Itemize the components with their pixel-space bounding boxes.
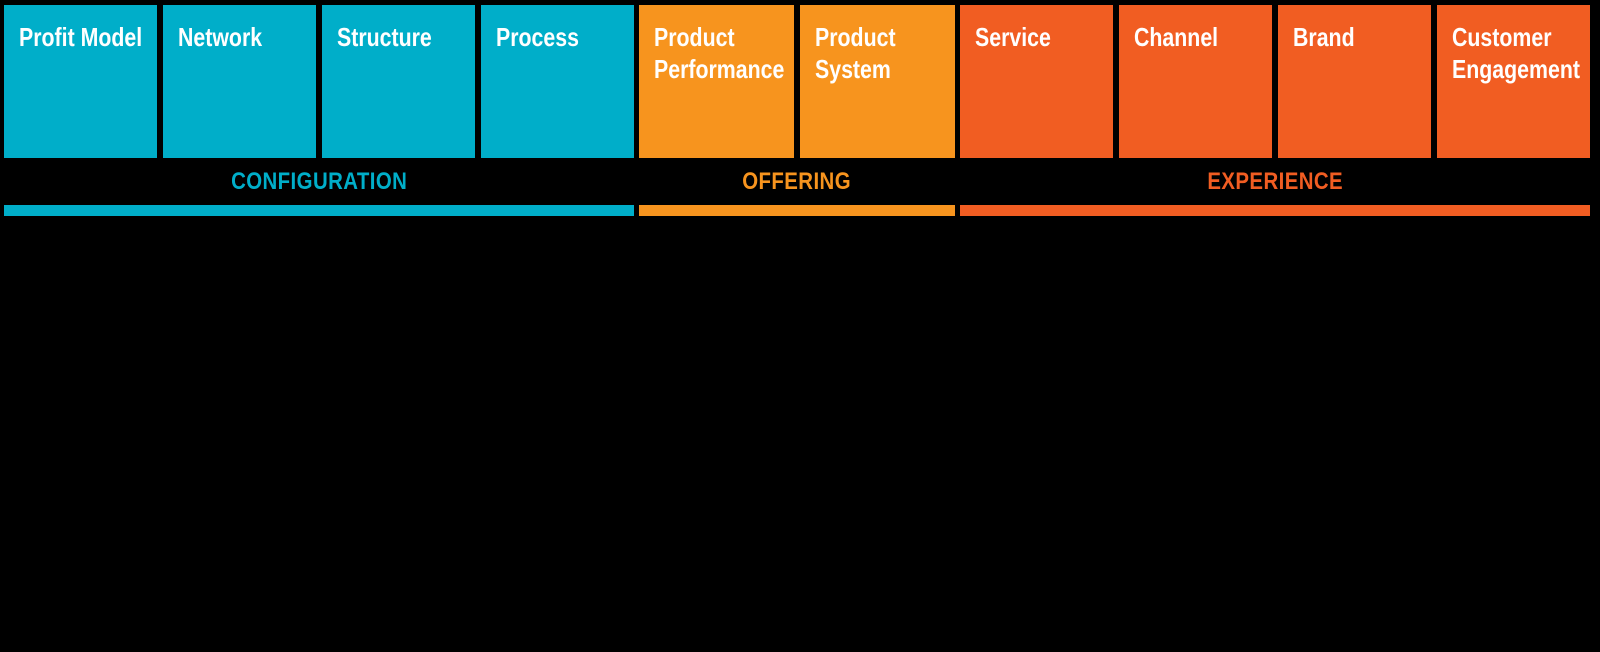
sections-row: Profit Model Network Structure Process C… [0,0,1600,216]
section-boxes: Profit Model Network Structure Process [4,5,635,158]
type-box-label: Customer Engagement [1451,22,1580,84]
section-underline-bar [959,205,1591,216]
type-box-service: Service [959,5,1113,158]
type-box-label: Service [974,22,1051,52]
section-underline-bar [4,205,635,216]
type-box-label: Product System [815,22,896,84]
type-box-product-performance: Product Performance [639,5,795,158]
section-offering: Product Performance Product System OFFER… [639,5,955,216]
type-box-customer-engagement: Customer Engagement [1436,5,1591,158]
type-box-network: Network [163,5,317,158]
section-boxes: Service Channel Brand Customer Engagemen… [959,5,1591,158]
type-box-label: Channel [1133,22,1218,52]
type-box-label: Product Performance [654,22,785,84]
type-box-profit-model: Profit Model [4,5,158,158]
type-box-product-system: Product System [800,5,955,158]
type-box-channel: Channel [1118,5,1272,158]
section-boxes: Product Performance Product System [639,5,955,158]
type-box-label: Structure [337,22,432,52]
type-box-structure: Structure [322,5,476,158]
type-box-label: Profit Model [19,22,143,52]
section-label-offering: OFFERING [742,168,852,195]
type-box-label: Brand [1292,22,1355,52]
section-experience: Service Channel Brand Customer Engagemen… [959,5,1591,216]
section-underline-bar [639,205,955,216]
type-box-label: Process [496,22,580,52]
section-configuration: Profit Model Network Structure Process C… [4,5,635,216]
type-box-label: Network [178,22,263,52]
type-box-process: Process [481,5,635,158]
type-box-brand: Brand [1277,5,1431,158]
section-label-experience: EXPERIENCE [1206,168,1343,195]
section-label-configuration: CONFIGURATION [231,168,408,195]
